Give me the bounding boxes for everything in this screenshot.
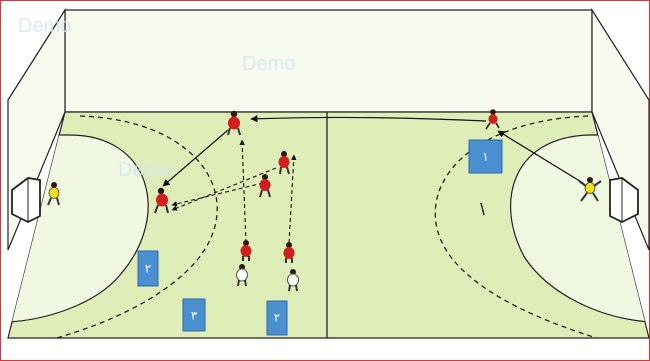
watermark: Demo	[18, 15, 71, 37]
label-box-2-left: ٢	[138, 251, 158, 286]
watermark: Demo	[242, 53, 295, 75]
label-text: ٣	[191, 309, 198, 323]
label-text: ١	[482, 150, 488, 164]
label-text: ٢	[145, 262, 151, 276]
label-box-1: ١	[469, 140, 502, 173]
watermark: Demo	[118, 159, 171, 181]
label-box-3: ٣	[183, 299, 205, 331]
label-box-2-center: ٢	[267, 301, 287, 335]
label-text: ٢	[274, 311, 280, 325]
back-wall	[65, 10, 592, 112]
